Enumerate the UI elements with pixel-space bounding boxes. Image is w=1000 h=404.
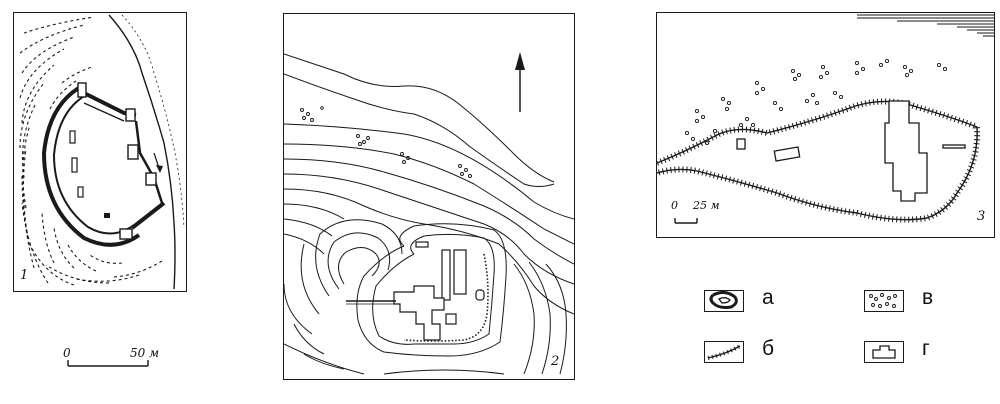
building-complex (393, 241, 485, 341)
tower (125, 108, 136, 122)
river-bank-hatch (121, 14, 185, 229)
legend-letter: а (762, 286, 774, 309)
tower (77, 82, 87, 98)
legend-letter: г (922, 337, 930, 360)
scale-end-label: 25 м (693, 199, 720, 212)
river-hatch (857, 14, 994, 37)
scale-end-label: 50 м (130, 346, 160, 360)
rampart-inner (52, 94, 135, 235)
site-plan-1: 1 (13, 12, 187, 292)
upper-wall-inner (83, 102, 125, 122)
flow-arrow-icon (156, 165, 163, 173)
tree-dots-icon (869, 293, 897, 308)
building (71, 157, 78, 173)
contour-lines (284, 53, 574, 375)
slope-hachures (19, 16, 163, 286)
slope-line-icon (707, 344, 741, 360)
legend-swatch-trees (864, 290, 904, 312)
building-complex (736, 100, 966, 202)
tower (127, 144, 139, 160)
tower (119, 228, 133, 240)
site-plan-3-drawing (657, 14, 994, 223)
figure-number: 1 (20, 268, 29, 283)
rampart-icon (709, 291, 738, 309)
lower-wall (130, 201, 166, 230)
legend-swatch-rampart (704, 290, 744, 312)
building-icon (872, 345, 896, 359)
legend-swatch-building (864, 341, 904, 363)
legend-letter: в (922, 286, 934, 309)
scale-bar-3 (674, 218, 698, 224)
legend-letter: б (762, 337, 775, 360)
tree-clusters (684, 58, 948, 146)
site-plan-1-drawing (19, 14, 185, 290)
site-plan-3: 3 0 25 м (656, 12, 995, 238)
river-bank (108, 14, 176, 290)
site-plan-2-drawing (284, 52, 574, 375)
tree-clusters (300, 106, 472, 178)
building (69, 130, 76, 144)
scale-bar-1 (67, 360, 149, 367)
building (104, 213, 110, 218)
figure-number: 3 (977, 209, 986, 224)
tower (145, 172, 157, 186)
scale-zero-label: 0 (671, 199, 678, 212)
north-arrow-icon (515, 52, 525, 70)
figure-number: 2 (551, 354, 560, 369)
site-plan-2: 2 (283, 13, 575, 380)
building (77, 186, 84, 198)
scale-zero-label: 0 (63, 346, 71, 360)
east-wall (134, 120, 164, 204)
legend-swatch-slope (704, 341, 744, 363)
rampart-outer (41, 83, 141, 247)
plateau-edge (657, 100, 978, 221)
